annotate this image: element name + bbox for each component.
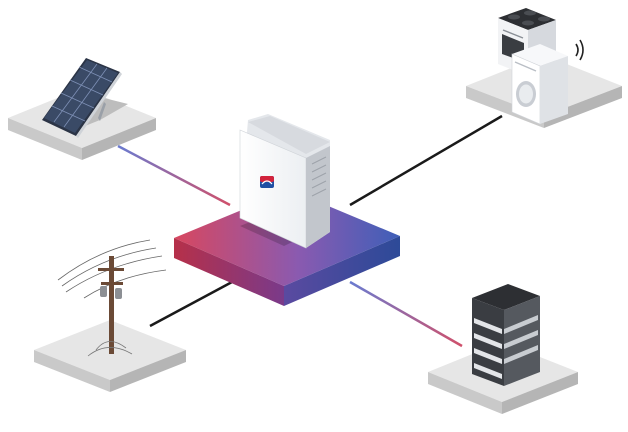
inverter-hub bbox=[174, 114, 400, 306]
ac-line-appliances bbox=[349, 114, 503, 207]
hub-platform-left bbox=[174, 238, 284, 306]
household-appliances-icon bbox=[498, 8, 584, 125]
inverter-logo-icon bbox=[260, 176, 274, 188]
battery-storage-icon bbox=[472, 284, 540, 386]
solar-platform-right bbox=[82, 118, 156, 160]
appliances-node bbox=[466, 8, 622, 128]
ac-line-grid bbox=[149, 280, 233, 328]
solar-platform-left bbox=[8, 118, 82, 160]
grid-node bbox=[34, 239, 186, 392]
grid-platform-left bbox=[34, 350, 110, 392]
appliances-platform-right bbox=[544, 86, 622, 128]
battery-platform-right bbox=[502, 372, 578, 414]
grid-platform-right bbox=[110, 350, 186, 392]
inverter-icon bbox=[239, 114, 330, 249]
connection-lines bbox=[117, 114, 503, 348]
hub-platform-right bbox=[284, 236, 400, 306]
solar-node bbox=[8, 58, 156, 160]
battery-node bbox=[428, 284, 578, 414]
battery-platform-left bbox=[428, 372, 502, 414]
dc-line-solar bbox=[117, 144, 231, 207]
dc-line-battery bbox=[349, 280, 463, 348]
solar-panel-icon bbox=[42, 58, 122, 138]
utility-pole-icon bbox=[57, 239, 167, 357]
